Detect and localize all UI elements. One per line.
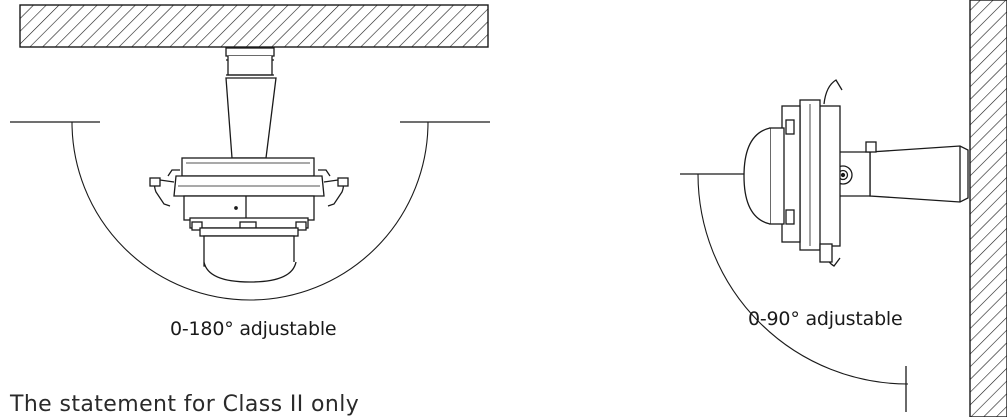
ceiling-adjust-label: 0-180° adjustable: [170, 318, 337, 340]
hatched-wall-surface: [969, 0, 1007, 417]
rotation-arc-180: [10, 121, 490, 301]
wall-adjust-label: 0-90° adjustable: [748, 308, 903, 330]
ceiling-mount-diagram: [10, 4, 490, 301]
hatched-ceiling-surface: [19, 4, 489, 48]
class-note-text: The statement for Class II only: [10, 392, 360, 417]
dome-camera: [149, 47, 349, 283]
wall-mount-diagram: [680, 0, 1007, 417]
dome-camera-wall: [743, 79, 969, 267]
